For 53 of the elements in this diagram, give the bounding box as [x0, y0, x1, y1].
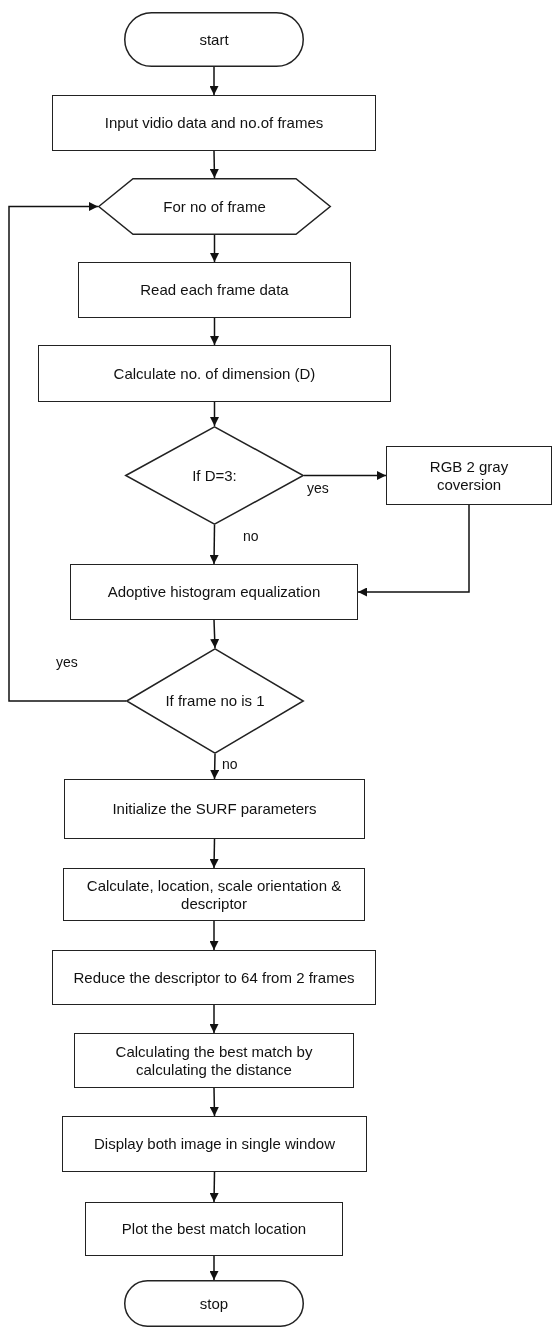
step-text: start — [198, 30, 230, 49]
arrow — [210, 619, 220, 649]
arrow — [303, 471, 387, 480]
step-text: RGB 2 gray coversion — [428, 457, 510, 494]
process-box — [38, 345, 391, 402]
process-box — [74, 1033, 354, 1088]
loop-hexagon — [98, 178, 331, 235]
step-text: Plot the best match location — [120, 1220, 308, 1238]
arrow — [210, 234, 219, 263]
arrow — [209, 66, 219, 96]
step-text: Adoptive histogram equalization — [106, 583, 322, 601]
step-text: Initialize the SURF parameters — [111, 800, 318, 818]
decision-diamond — [126, 648, 304, 754]
edge-label: yes — [307, 480, 329, 496]
arrow — [209, 1004, 219, 1034]
terminal-shape — [124, 12, 304, 67]
process-box — [70, 564, 358, 620]
arrow — [210, 317, 219, 346]
process-box — [85, 1202, 343, 1256]
process-box — [386, 446, 552, 505]
step-text: If frame no is 1 — [164, 692, 266, 710]
step-text: If D=3: — [191, 466, 238, 485]
arrow — [209, 920, 219, 951]
process-box — [62, 1116, 367, 1172]
arrow — [209, 1171, 219, 1203]
terminal-shape — [124, 1280, 304, 1327]
step-text: Reduce the descriptor to 64 from 2 frames — [72, 968, 356, 987]
arrow — [8, 202, 127, 702]
step-text: Display both image in single window — [93, 1135, 336, 1153]
step-text: stop — [198, 1294, 230, 1313]
step-text: Calculate no. of dimension (D) — [112, 364, 317, 383]
arrow — [209, 1087, 219, 1117]
arrow — [210, 401, 219, 427]
process-box — [52, 95, 376, 151]
process-box — [52, 950, 376, 1005]
arrow — [209, 524, 219, 565]
edge-label: no — [222, 756, 238, 772]
process-box — [78, 262, 351, 318]
edge-label: yes — [56, 654, 78, 670]
process-box — [63, 868, 365, 921]
decision-diamond — [125, 426, 304, 525]
arrow — [209, 150, 219, 179]
process-box — [64, 779, 365, 839]
step-text: Calculate, location, scale orientation & descriptor — [85, 876, 343, 913]
arrow — [209, 1255, 219, 1281]
step-text: Input vidio data and no.of frames — [103, 114, 325, 132]
arrow — [210, 753, 220, 780]
edge-label: no — [243, 528, 259, 544]
step-text: Read each frame data — [139, 281, 290, 299]
step-text: For no of frame — [162, 197, 267, 216]
step-text: Calculating the best match by calculating the distance — [114, 1042, 314, 1079]
arrow — [209, 838, 219, 869]
arrow — [357, 504, 470, 597]
